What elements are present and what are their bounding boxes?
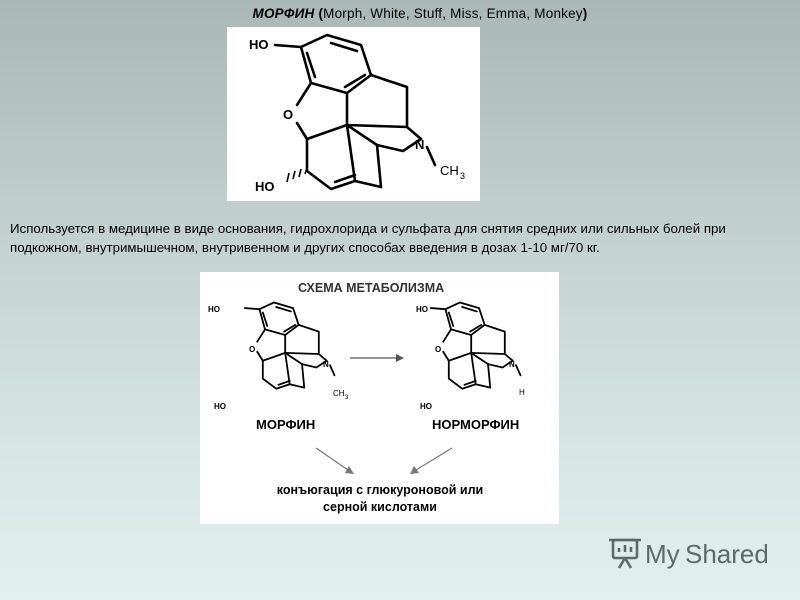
aromatic-double-bond-2 (343, 73, 367, 89)
title-aliases: Morph, White, Stuff, Miss, Emma, Monkey (323, 6, 583, 21)
left-label-ho-bottom: HO (214, 402, 226, 411)
conclusion-line2: серной кислотами (323, 500, 437, 514)
left-molecule (243, 301, 336, 390)
n-methyl-bond (425, 145, 437, 167)
aromatic-double-bond-3 (305, 51, 317, 79)
left-label-sub3: 3 (345, 395, 349, 401)
myshared-logo[interactable]: My Shared (607, 534, 769, 574)
right-label-o: O (435, 345, 441, 354)
ether-bond-2 (295, 91, 349, 141)
label-ho-top: HO (249, 37, 269, 52)
left-label-ch3: CH (333, 389, 345, 398)
lower-ring-link (345, 123, 357, 183)
n-ring-bond (375, 137, 423, 153)
aromatic-double-bond-1 (329, 41, 359, 53)
logo-text-shared: Shared (685, 539, 767, 569)
right-label-ho-top: HO (416, 305, 428, 314)
title-main: МОРФИН (252, 6, 315, 21)
right-molecule (429, 301, 522, 390)
description-text: Используется в медицине в виде основания… (10, 221, 726, 255)
upper-right-ring (369, 73, 423, 141)
lower-ring (305, 137, 383, 191)
slide-title: МОРФИН (Morph, White, Stuff, Miss, Emma,… (0, 6, 800, 21)
bridge-bond (345, 123, 409, 129)
conversion-arrow (350, 354, 404, 362)
right-label-ho-bottom: HO (420, 402, 432, 411)
left-caption: МОРФИН (256, 417, 315, 432)
hashed-bond-ho (286, 167, 308, 183)
lower-double-bond (333, 173, 357, 184)
label-n: N (415, 137, 424, 152)
metabolism-scheme-panel: СХЕМА МЕТАБОЛИЗМА HO (200, 272, 559, 524)
right-caption: НОРМОРФИН (432, 417, 519, 432)
bridge-bond-2 (345, 123, 379, 147)
bridge-bond-3 (375, 143, 383, 189)
converging-arrows (315, 447, 453, 474)
morphine-structure-panel: HO O N CH 3 HO (227, 27, 480, 201)
presentation-board-icon (609, 538, 641, 569)
label-ch3: CH (440, 163, 459, 178)
conclusion-line1: конъюгация с глюкуроновой или (277, 483, 483, 497)
label-sub3: 3 (460, 171, 465, 181)
label-ho-bottom: HO (255, 179, 275, 194)
title-paren-close: ) (582, 6, 588, 21)
left-label-o: O (249, 345, 255, 354)
morphine-structure-diagram: HO O N CH 3 HO (249, 33, 465, 194)
metabolism-scheme-diagram: СХЕМА МЕТАБОЛИЗМА HO (208, 281, 525, 514)
logo-text-my: My (645, 539, 680, 569)
right-label-h: H (519, 388, 525, 397)
logo-graphic: My Shared (609, 538, 769, 569)
scheme-title: СХЕМА МЕТАБОЛИЗМА (298, 281, 444, 295)
left-label-ho-top: HO (208, 305, 220, 314)
left-label-n: N (323, 360, 329, 369)
ether-bond-1 (295, 81, 313, 107)
title-paren-open: ( (318, 6, 324, 21)
label-o: O (283, 107, 293, 122)
ho-bond-top (273, 43, 303, 49)
right-label-n: N (509, 360, 515, 369)
